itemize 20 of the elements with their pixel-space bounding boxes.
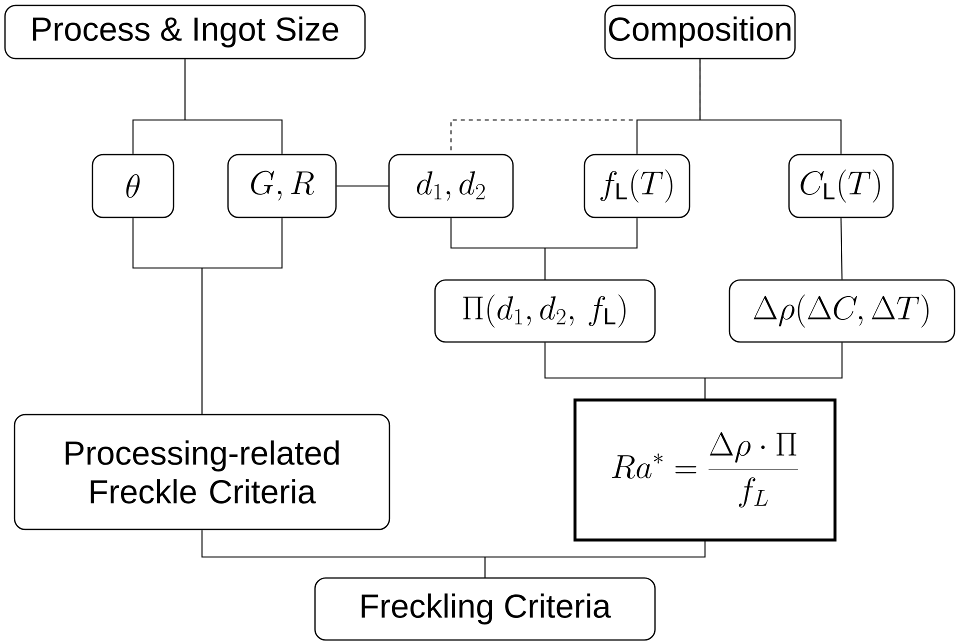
process-box: Composition [604,4,796,60]
connector-line [699,59,842,154]
parameter-box: $\Delta\rho(\Delta C,\Delta T)$ [728,279,956,343]
connector-line [840,218,843,280]
parameter-box: $f_\mathrm{L}(T)$ [584,154,690,218]
connector-line [484,541,706,578]
parameter-box: $G,R$ [227,154,337,218]
parameter-box: $\theta$ [92,154,174,218]
criteria-box: Freckling Criteria [314,577,656,641]
criteria-box: Processing-related Freckle Criteria [14,414,390,530]
connector-line [184,59,283,154]
parameter-box: $d_1,d_2$ [388,154,514,218]
connector-line [704,342,843,399]
parameter-box: $C_\mathrm{L}(T)$ [788,154,894,218]
parameter-box: $\Pi(d_1,d_2,\, f_\mathrm{L})$ [434,279,656,343]
connector-line [201,218,283,414]
formula-box: $Ra^* = \frac{\Delta\rho\cdot\Pi}{f_L}$ [574,398,836,542]
process-box: Process & Ingot Size [4,4,366,60]
connector-line [336,185,388,187]
connector-line [544,218,638,280]
